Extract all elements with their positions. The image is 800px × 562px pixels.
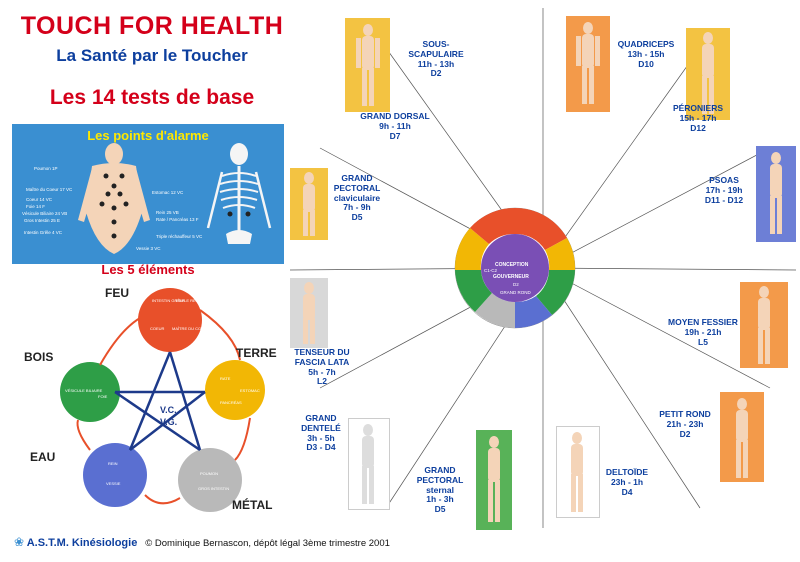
organ-label: POUMON [200,471,218,476]
organ-label: VESSIE [106,481,121,486]
five-elements-title: Les 5 éléments [101,262,195,277]
organ-label: VÉSICULE BILIAIRE [65,388,103,393]
organ-label: PANCRÉAS [220,400,242,405]
alarm-label: Gros Intestin 25 E [24,218,61,223]
organ-label: MAÎTRE DU COEUR [172,326,210,331]
alarm-label: Foie 14 F [26,204,46,209]
alarm-label: Triple réchauffeur 5 VC [156,234,203,239]
wheel-center-left-label: C1-C2 [484,268,498,273]
front-torso-figure [78,143,150,254]
alarm-label: Maître du Coeur 17 VC [26,187,73,192]
page-subtitle: La Santé par le Toucher [56,46,248,65]
footer: ❀ A.S.T.M. Kinésiologie © Dominique Bern… [14,535,390,549]
skeleton-back-figure [206,143,272,244]
brand-icon: ❀ [14,535,25,549]
element-water-label: EAU [30,450,56,464]
alarm-label: Vessie 3 VC [136,246,161,251]
page-title: TOUCH FOR HEALTH [20,12,284,40]
alarm-points-panel: Les points d'alarme Poumon 1P Maître du … [12,124,284,264]
organ-label: ESTOMAC [240,388,260,393]
wheel-center-mid-label: D2 [513,282,519,287]
body-figure [576,22,600,104]
footer-brand: A.S.T.M. Kinésiologie [26,537,138,549]
organ-label: TRIPLE RÉCHAUFFEUR [175,298,220,303]
body-figure [303,282,315,344]
muscle-wheel: CONCEPTION GOUVERNEUR C1-C2 D2 GRAND RON… [290,8,796,528]
organ-label: RATE [220,376,231,381]
alarm-label: Coeur 14 VC [26,197,53,202]
section-title-14-tests: Les 14 tests de base [49,86,255,109]
body-figure [736,398,748,478]
five-elements-diagram: V.C. V.G. INTESTIN GRÊLE TRIPLE RÉCHAUFF… [60,288,265,512]
alarm-label: Rein 25 VB [156,210,179,215]
element-fire-label: FEU [105,286,129,300]
wheel-center-bottom-label: GOUVERNEUR [493,274,529,280]
alarm-label: Intestin Grêle 4 VC [24,230,63,235]
center-label-vg: V.G. [160,417,177,427]
organ-label: REIN [108,461,118,466]
alarm-points-title: Les points d'alarme [87,128,209,143]
alarm-label: Vésicule Biliaire 24 VB [22,211,68,216]
body-figure [571,432,583,512]
body-figure [770,152,782,234]
body-figure [303,172,315,236]
wheel-center-label: GRAND ROND [500,290,532,295]
element-wood-label: BOIS [24,350,54,364]
organ-label: GROS INTESTIN [198,486,229,491]
body-figure [758,286,770,364]
organ-label: FOIE [98,394,108,399]
body-figure [362,424,374,504]
alarm-label: Estomac 12 VC [152,190,184,195]
organ-label: COEUR [150,326,165,331]
footer-copyright: © Dominique Bernascon, dépôt légal 3ème … [145,538,390,549]
organ-label: INTESTIN GRÊLE [152,298,185,303]
center-label-vc: V.C. [160,405,177,415]
body-figure [702,32,714,114]
element-earth-label: TERRE [236,346,277,360]
alarm-label: Rate / Pancréas 13 F [156,217,199,222]
wheel-center-top-label: CONCEPTION [495,262,529,268]
body-figure [488,436,500,522]
body-figure [356,24,380,106]
alarm-label: Poumon 1P [34,166,58,171]
element-metal-label: MÉTAL [232,498,273,512]
